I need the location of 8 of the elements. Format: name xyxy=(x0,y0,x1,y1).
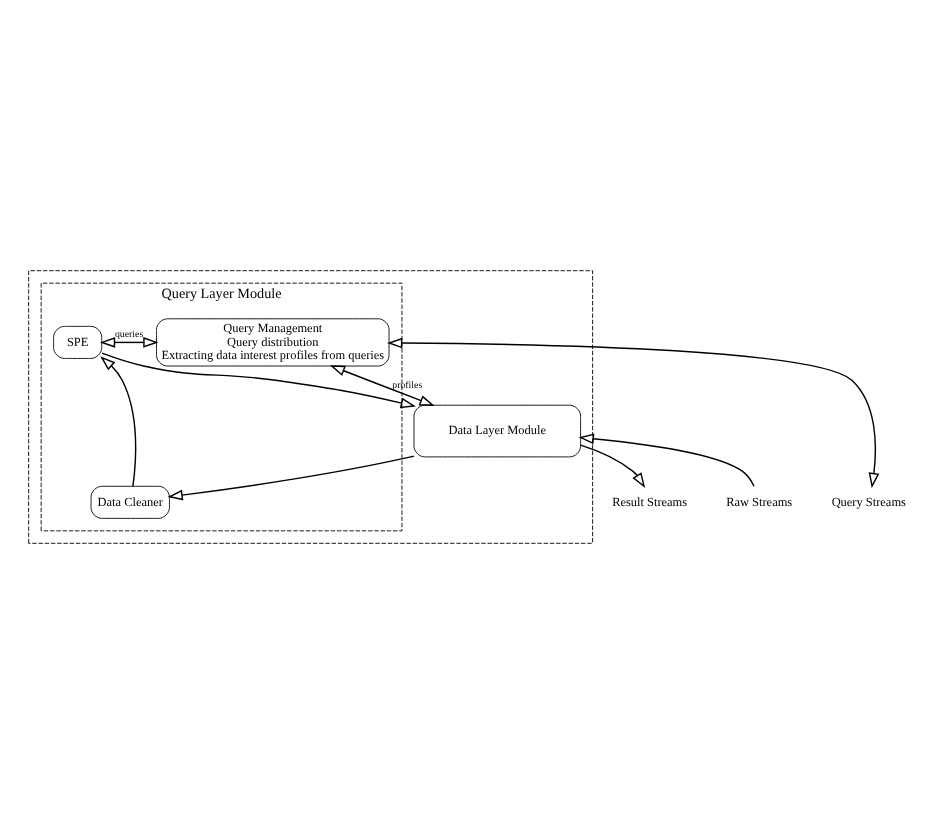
arrow xyxy=(578,433,755,487)
arrow xyxy=(579,444,646,489)
arrow xyxy=(100,356,137,487)
arrow xyxy=(386,337,880,489)
arrow xyxy=(167,455,415,501)
arrow xyxy=(101,352,416,409)
arrow xyxy=(329,365,435,406)
arrow xyxy=(99,337,159,348)
